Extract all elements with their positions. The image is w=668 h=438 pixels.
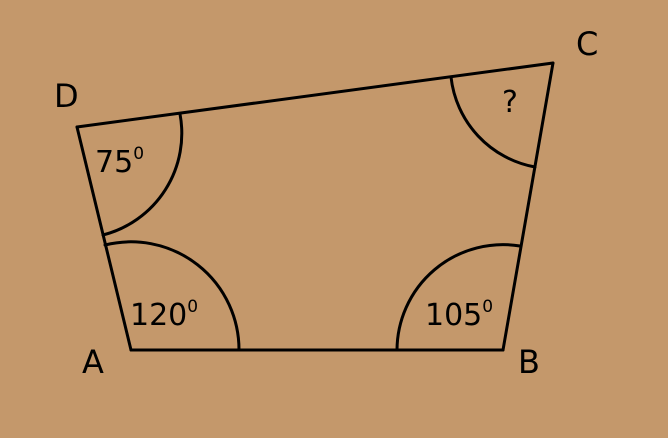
angle-value-d: 75 [95, 145, 133, 180]
degree-mark-b: 0 [482, 297, 493, 317]
vertex-label-c: C [576, 25, 598, 63]
vertex-label-a: A [82, 343, 104, 381]
degree-mark-d: 0 [133, 144, 144, 164]
vertex-label-b: B [518, 343, 540, 381]
side-da [75, 125, 133, 352]
angle-label-a: 1200 [130, 297, 198, 333]
degree-mark-a: 0 [187, 297, 198, 317]
side-cd [75, 61, 555, 129]
angle-arc-b [395, 243, 522, 352]
angle-arc-c [449, 75, 537, 169]
angle-arc-d [101, 112, 184, 237]
angle-value-c: ? [502, 85, 518, 120]
angle-value-b: 105 [425, 298, 482, 333]
angle-label-c: ? [502, 85, 518, 120]
angle-arc-a [103, 240, 241, 352]
vertex-label-d: D [54, 77, 79, 115]
angle-label-b: 1050 [425, 297, 493, 333]
angle-value-a: 120 [130, 298, 187, 333]
side-bc [501, 61, 555, 352]
angle-label-d: 750 [95, 144, 144, 180]
